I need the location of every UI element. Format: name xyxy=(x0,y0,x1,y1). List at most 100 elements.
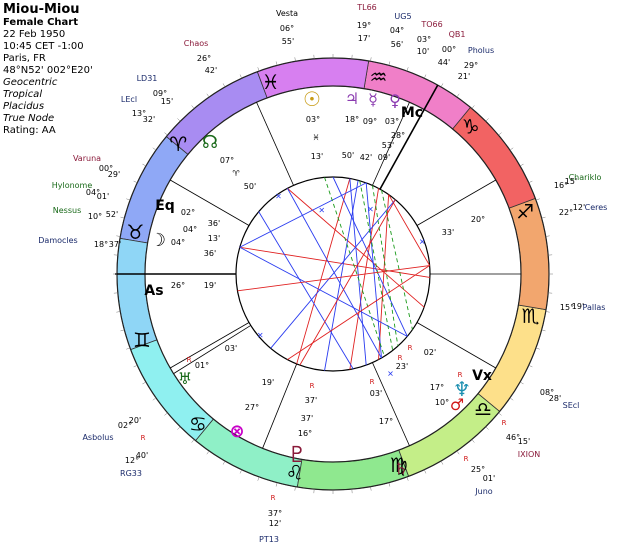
aspect-line xyxy=(324,177,385,357)
degree-tick xyxy=(164,412,168,416)
degree-tick xyxy=(133,180,138,183)
degree-tick xyxy=(126,347,131,350)
degree-tick xyxy=(257,476,260,481)
planet-degree: 03° xyxy=(385,117,399,126)
degree-tick xyxy=(133,365,138,368)
degree-tick xyxy=(545,235,550,237)
ascendant-label: As xyxy=(144,283,163,299)
degree-tick xyxy=(206,450,210,455)
body-degree: 26° xyxy=(197,54,211,63)
birth-time: 10:45 CET -1:00 xyxy=(3,41,84,52)
degree-tick xyxy=(370,57,372,62)
retrograde-marker: R xyxy=(187,356,192,364)
body-degree: 13° xyxy=(132,109,146,118)
retrograde-marker: R xyxy=(141,434,146,442)
body-degree: 22° xyxy=(559,208,573,217)
asc-cusp-degree: 26° xyxy=(171,281,185,290)
pluto-glyph: ♇ xyxy=(287,443,307,468)
degree-tick xyxy=(440,460,444,465)
body-degree: 55' xyxy=(282,37,294,46)
zodiac-ring: ♒♈♉♊♋♌♍♎♏♐♑♓ xyxy=(116,57,550,491)
aspect-line xyxy=(239,246,408,337)
body-degree: 01' xyxy=(97,192,109,201)
body-name-damocles: Damocles xyxy=(38,236,77,245)
degree-tick xyxy=(222,83,226,88)
degree-tick xyxy=(485,426,489,430)
planet-degree: 13' xyxy=(311,152,323,161)
degree-tick xyxy=(424,469,427,474)
body-name-pallas: Pallas xyxy=(583,303,606,312)
house-cusp-line xyxy=(262,363,298,449)
cusp-minute: 33' xyxy=(442,228,454,237)
house-system: Placidus xyxy=(3,101,45,112)
planet-degree: 36' xyxy=(204,249,216,258)
body-degree: 04° xyxy=(86,188,100,197)
body-degree: 02° xyxy=(118,421,132,430)
aspect-line xyxy=(270,199,396,349)
body-name-ug5: UG5 xyxy=(394,12,411,21)
degree-tick xyxy=(541,216,546,219)
aspect-line xyxy=(239,182,367,248)
body-degree: 40' xyxy=(136,451,148,460)
body-degree: 44' xyxy=(438,58,450,67)
body-degree: 12' xyxy=(573,203,585,212)
aspect-marker: ✕ xyxy=(257,331,264,340)
body-degree: 01' xyxy=(483,474,495,483)
body-name-ceres: Ceres xyxy=(585,203,608,212)
aspect-line xyxy=(349,188,379,370)
degree-tick xyxy=(471,105,475,109)
planet-degree: ♈ xyxy=(232,169,239,178)
body-degree: 46° xyxy=(506,433,520,442)
aspect-line xyxy=(332,176,408,337)
cusp-degree: 20° xyxy=(471,215,485,224)
planet-degree: 07° xyxy=(220,156,234,165)
degree-tick xyxy=(370,486,372,491)
cancer-icon: ♋ xyxy=(189,412,207,436)
planet-glyphs: ☉♃☿♀☊☽♇♄♆♂♅⊗AsMcEqVx03°13'♓18°09°03°28°5… xyxy=(141,87,507,502)
degree-tick xyxy=(191,105,195,109)
birth-date: 22 Feb 1950 xyxy=(3,29,66,40)
body-degree: 15' xyxy=(161,97,173,106)
body-name-pholus: Pholus xyxy=(468,46,494,55)
degree-tick xyxy=(275,482,278,487)
body-name-to66: TO66 xyxy=(420,20,442,29)
aspect-line xyxy=(258,211,354,370)
retrograde-marker: R xyxy=(310,382,315,390)
planet-degree: 03' xyxy=(225,344,237,353)
body-name-ld31: LD31 xyxy=(137,74,158,83)
body-degree: 15° xyxy=(560,303,574,312)
person-name: Miou-Miou xyxy=(3,2,80,17)
body-name-tl66: TL66 xyxy=(356,3,377,12)
planet-degree: 04° xyxy=(171,238,185,247)
node-glyph: ☊ xyxy=(202,132,218,153)
degree-tick xyxy=(206,93,210,98)
body-degree: 32' xyxy=(143,115,155,124)
degree-tick xyxy=(535,198,540,201)
aspect-line xyxy=(287,265,430,361)
body-degree: 29' xyxy=(108,170,120,179)
virgo-icon: ♍ xyxy=(390,453,408,477)
aspect-marker: ✕ xyxy=(367,205,374,214)
degree-tick xyxy=(126,198,131,201)
degree-tick xyxy=(535,347,540,350)
moon-glyph: ☽ xyxy=(150,230,166,251)
jupiter-glyph: ♃ xyxy=(345,89,359,108)
body-degree: 10° xyxy=(88,212,102,221)
body-name-juno: Juno xyxy=(474,487,493,496)
degree-tick xyxy=(519,163,524,167)
retrograde-marker: R xyxy=(464,455,469,463)
asteroid-labels: VestaTL66UG5TO66QB1PholusChaosLD31LEclVa… xyxy=(38,3,607,544)
aspect-line xyxy=(372,185,399,347)
degree-tick xyxy=(152,147,157,151)
aspect-lines: ✕✕✕✕✕✕ xyxy=(237,176,431,379)
degree-tick xyxy=(116,235,121,237)
degree-tick xyxy=(275,61,278,66)
planet-degree: 16° xyxy=(298,429,312,438)
degree-tick xyxy=(485,118,489,122)
house-cusp-line xyxy=(372,102,410,186)
degree-tick xyxy=(164,132,168,136)
body-name-secl: SEcl xyxy=(563,401,580,410)
degree-tick xyxy=(528,180,533,183)
house-cusp-line xyxy=(169,322,250,369)
body-degree: 18° xyxy=(94,240,108,249)
